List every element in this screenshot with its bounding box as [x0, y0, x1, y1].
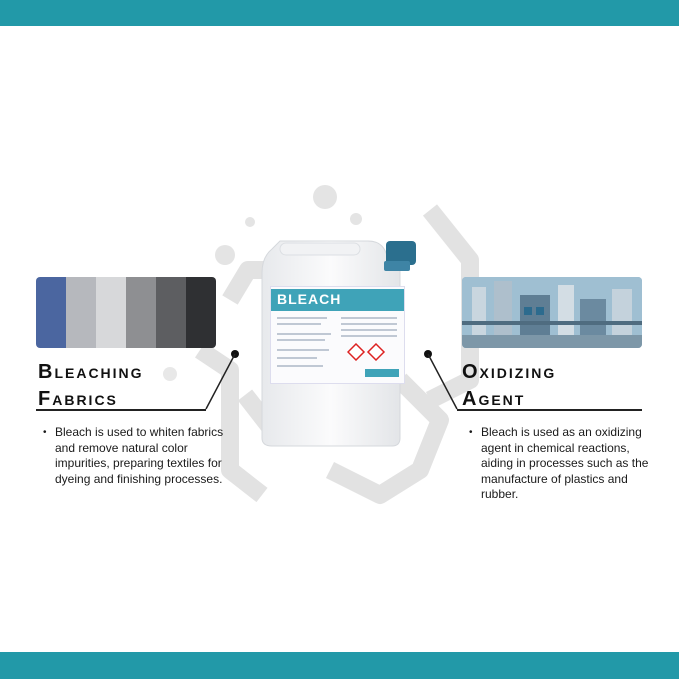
bleaching-fabrics-title: Bleaching Fabrics — [38, 361, 144, 410]
chemical-plant-image — [462, 277, 642, 348]
oxidizing-agent-title: Oxidizing Agent — [462, 361, 557, 410]
oxidizing-agent-description: Bleach is used as an oxidizing agent in … — [469, 425, 661, 503]
product-label-title: BLEACH — [277, 291, 342, 307]
fabric-swatch-image — [36, 277, 216, 348]
right-title-rule — [457, 409, 642, 411]
bottom-band — [0, 652, 679, 679]
top-band — [0, 0, 679, 26]
hazard-pictograms — [347, 343, 386, 361]
left-title-rule — [36, 409, 206, 411]
bleach-product-label: BLEACH — [270, 286, 405, 384]
bleaching-fabrics-description: Bleach is used to whiten fabrics and rem… — [43, 425, 245, 487]
